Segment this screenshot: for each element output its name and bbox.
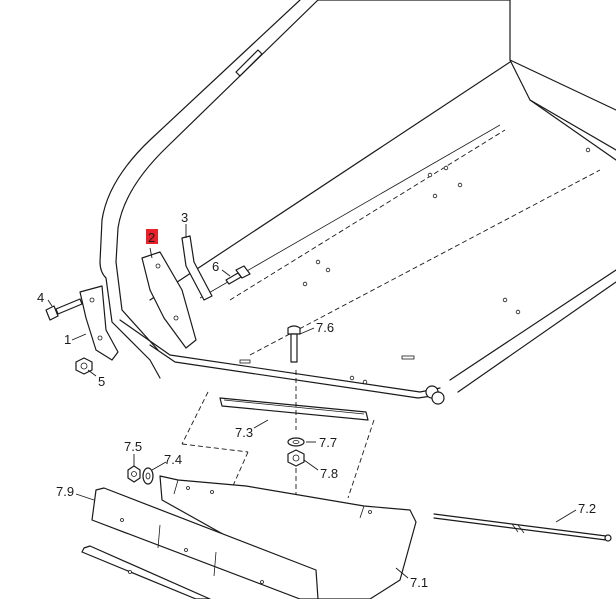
part-6-bolt <box>225 265 251 285</box>
callout-3: 3 <box>181 210 188 225</box>
callout-labels: 1 2 3 4 5 6 7.1 7.2 7.3 7.4 7.5 7.6 7.7 … <box>37 210 596 590</box>
part-4-bolt <box>45 298 83 321</box>
part-7-9-strip <box>81 545 211 599</box>
part-7-4-washer <box>142 467 154 485</box>
callout-6: 6 <box>212 259 219 274</box>
callout-5: 5 <box>98 374 105 389</box>
part-7-6-bolt <box>287 325 301 363</box>
part-7-3-bar <box>219 397 369 421</box>
callout-2-highlight <box>146 229 158 244</box>
callout-7-3: 7.3 <box>235 425 253 440</box>
part-7-7-washer <box>287 437 305 447</box>
callout-7-7: 7.7 <box>319 435 337 450</box>
part-7-5-nut <box>127 465 141 483</box>
callout-2: 2 <box>148 230 155 245</box>
callout-7-5: 7.5 <box>124 439 142 454</box>
callout-1: 1 <box>64 332 71 347</box>
hopper-body <box>99 0 616 405</box>
callout-7-9: 7.9 <box>56 484 74 499</box>
part-7-9-flap <box>91 487 319 599</box>
tray-holes <box>239 147 591 385</box>
callout-7-8: 7.8 <box>320 466 338 481</box>
assembly-guide-lines <box>181 370 375 499</box>
callout-7-6: 7.6 <box>316 320 334 335</box>
callout-7-1: 7.1 <box>410 575 428 590</box>
part-7-2-rod <box>433 513 612 542</box>
part-1-bracket <box>79 285 119 361</box>
callout-7-2: 7.2 <box>578 501 596 516</box>
callout-4: 4 <box>37 290 44 305</box>
part-3-strap <box>181 235 213 301</box>
part-7-8-nut <box>287 449 305 467</box>
leader-lines <box>47 224 577 579</box>
part-2-plate <box>141 251 197 349</box>
callout-7-4: 7.4 <box>164 452 182 467</box>
